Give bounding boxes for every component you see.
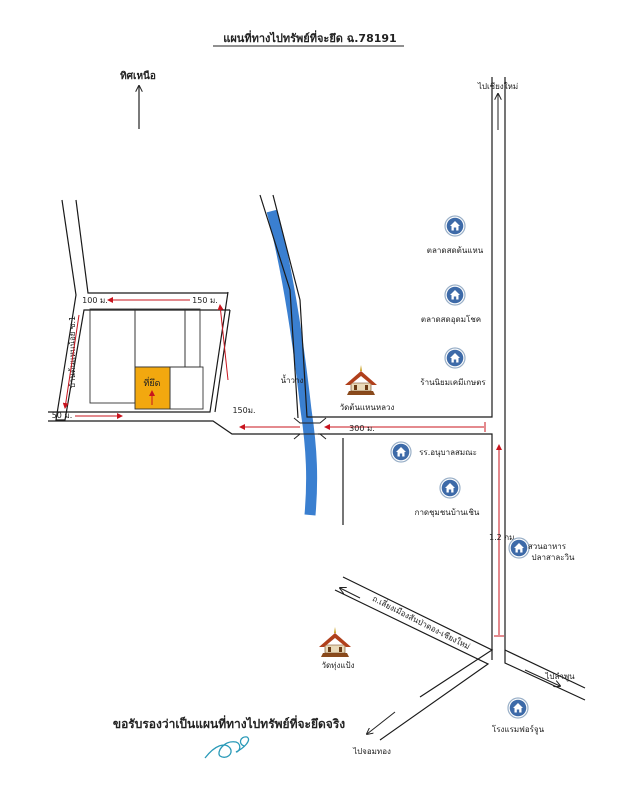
dist-150-top-arrow-icon: [217, 304, 229, 381]
dist-50-vertical-arrow-icon: [62, 314, 80, 409]
house-icon: [444, 215, 466, 237]
temple-icon: [318, 626, 352, 658]
landmark-label: ตลาดสดอุดมโชค: [421, 314, 481, 324]
bypass-road-label: ถ.เลี่ยงเมืองสันป่าตอง-เชียงใหม่: [371, 592, 472, 651]
certification-text: ขอรับรองว่าเป็นแผนที่ทางไปทรัพย์ที่จะยึด…: [113, 715, 345, 731]
landmark-label: กาดชุมชนบ้านเชิน: [415, 508, 480, 517]
river: [266, 209, 318, 516]
to-lamphun-arrow-icon: [524, 669, 560, 686]
dist-150-mid-label: 150ม.: [232, 406, 255, 415]
house-icon: [390, 441, 412, 463]
temple-icon: [344, 364, 378, 396]
dist-100-label: 100 ม.: [82, 296, 108, 305]
house-icon: [439, 477, 461, 499]
north-label: ทิศเหนือ: [120, 70, 156, 82]
house-icon: [508, 537, 530, 559]
dist-1-2km-label: 1.2 กม.: [489, 533, 517, 542]
dist-50-label: 50 ม.: [52, 411, 73, 420]
main-road-east: [259, 77, 586, 701]
bridge-icon: [293, 417, 327, 440]
dist-300-label: 300 ม.: [349, 424, 375, 433]
landmark-label: ร้านนิยมเคมีเกษตร: [420, 378, 486, 387]
dist-150-top-label: 150 ม.: [192, 296, 218, 305]
river-label: น้ำวาง: [281, 374, 304, 385]
land-plots: [89, 308, 204, 410]
house-icon: [444, 347, 466, 369]
temple-label: วัดต้นแหนหลวง: [340, 403, 395, 412]
landmark-label: สวนอาหาร: [528, 542, 567, 551]
distance-markers: [62, 297, 504, 637]
village-road-label: บ้านต้นแหนน้อย ซ.1: [68, 316, 77, 388]
bypass-arrow-icon: [340, 588, 361, 599]
to-chom-thong-arrow-icon: [367, 711, 396, 734]
to-chiang-mai-label: ไปเชียงใหม่: [477, 82, 518, 91]
map-title: แผนที่ทางไปทรัพย์ที่จะยึด ฉ.78191: [223, 30, 396, 45]
house-icon: [444, 284, 466, 306]
to-chom-thong-label: ไปจอมทอง: [352, 747, 391, 756]
bypass-road: [334, 576, 586, 741]
landmark-label: โรงแรมฟอร์จูน: [492, 724, 545, 735]
landmark-label: รร.อนุบาลสมณะ: [419, 448, 477, 457]
house-icon: [507, 697, 529, 719]
landmark-label: ตลาดสดต้นแหน: [427, 246, 484, 255]
temple-label: วัดทุ่งแป้ง: [321, 661, 354, 670]
landmark-label: ปลาสาละวิน: [531, 553, 575, 562]
signature: [204, 736, 250, 759]
to-lamphun-label: ไปลำพูน: [544, 672, 575, 682]
village-road: [55, 199, 230, 421]
target-plot-label: ที่ยึด: [143, 376, 160, 389]
main-road-west: [48, 291, 300, 435]
